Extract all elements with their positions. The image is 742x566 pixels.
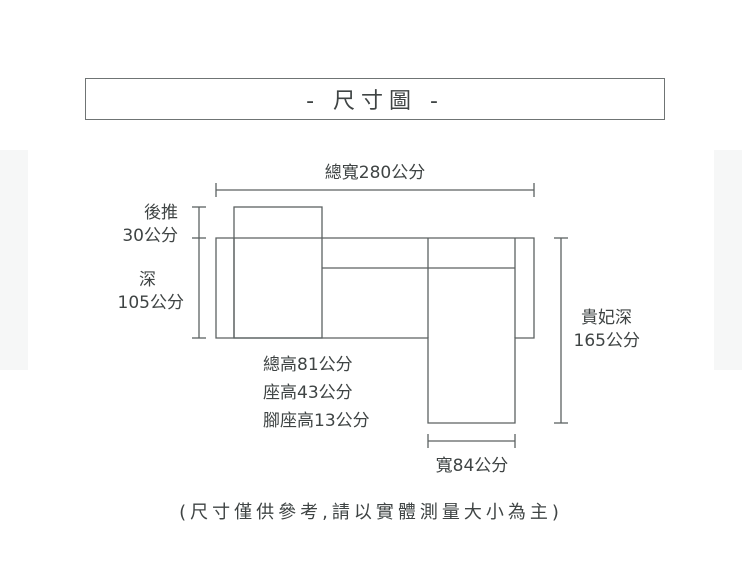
- chaise-depth-label-line2: 165公分: [573, 331, 640, 351]
- background-decoration-right: [714, 150, 742, 370]
- chaise-width-label: 寬84公分: [435, 456, 509, 476]
- reclined-backrest: [233, 206, 323, 339]
- leg-seat-height-label: 腳座高13公分: [263, 411, 370, 431]
- diagram-title-box: - 尺寸圖 -: [85, 78, 665, 120]
- chaise-depth-label-line1: 貴妃深: [581, 308, 632, 328]
- back-tilt-label-line2: 30公分: [122, 226, 178, 246]
- background-decoration-left: [0, 150, 28, 370]
- back-tilt-label-line1: 後推: [144, 203, 178, 223]
- total-width-label: 總寬280公分: [324, 163, 426, 183]
- depth-label-line1: 深: [139, 270, 156, 290]
- depth-label-line2: 105公分: [117, 293, 184, 313]
- total-height-label: 總高81公分: [263, 355, 353, 375]
- diagram-title: - 尺寸圖 -: [306, 89, 444, 114]
- disclaimer-footer: (尺寸僅供參考,請以實體測量大小為主): [179, 502, 563, 523]
- seat-height-label: 座高43公分: [263, 383, 353, 403]
